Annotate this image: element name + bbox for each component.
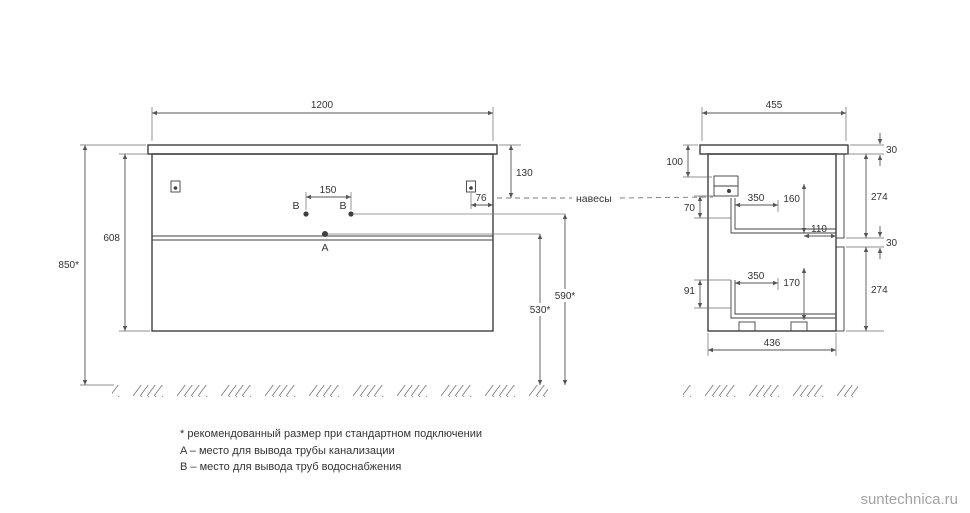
dim-drain-height: 530* <box>328 233 555 385</box>
water-supply-point-left <box>303 211 309 217</box>
note-point-a: A – место для вывода трубы канализации <box>180 445 395 457</box>
dim-top-drawer-height: 160 <box>783 184 807 233</box>
dim-label-body-depth: 436 <box>764 338 781 349</box>
connection-points: B B A <box>292 200 354 254</box>
dim-label-width: 1200 <box>311 100 334 111</box>
dim-body-depth: 436 <box>707 333 837 356</box>
footnotes: * рекомендованный размер при стандартном… <box>180 428 482 473</box>
dim-cabinet-height: 608 <box>103 153 150 332</box>
point-b-right-label: B <box>339 200 346 212</box>
hangers-callout: навесы <box>497 193 714 205</box>
dim-label-bottom-clearance: 91 <box>684 286 696 297</box>
dim-label-back-clearance: 110 <box>811 224 827 235</box>
dim-label-supply-spacing: 150 <box>320 185 337 196</box>
watermark: suntechnica.ru <box>860 491 958 508</box>
hanger-bracket-icon <box>713 175 739 197</box>
point-a-label: A <box>321 242 328 254</box>
dim-label-overall-height: 850* <box>58 260 79 271</box>
dim-label-countertop-thickness: 30 <box>886 145 898 156</box>
dim-label-hangers-top-offset: 100 <box>666 157 683 168</box>
note-point-b: B – место для вывода труб водоснабжения <box>180 461 401 473</box>
note-recommended: * рекомендованный размер при стандартном… <box>180 428 482 440</box>
dim-label-top-drawer-depth: 350 <box>748 193 765 204</box>
dim-bottom-front-height: 274 <box>863 247 888 331</box>
dim-bottom-clearance: 91 <box>684 279 731 309</box>
dim-label-hanger-inset: 76 <box>475 193 487 204</box>
dim-supply-height: 590* <box>354 213 580 385</box>
wall-mount-left-icon <box>170 180 181 193</box>
dim-label-top-front-height: 274 <box>871 192 888 203</box>
bottom-cleats <box>738 321 808 332</box>
dim-back-clearance: 110 <box>804 224 836 239</box>
dim-label-depth: 455 <box>766 100 783 111</box>
dim-supply-spacing: 150 <box>305 185 352 210</box>
dim-label-bottom-drawer-height: 170 <box>783 278 800 289</box>
water-supply-point-right <box>348 211 354 217</box>
hangers-label: навесы <box>576 193 612 205</box>
side-top-drawer-front <box>835 153 845 239</box>
dim-front-width: 1200 <box>151 100 494 141</box>
dim-hangers-clearance: 70 <box>684 195 731 219</box>
dim-label-bottom-drawer-depth: 350 <box>748 271 765 282</box>
dim-label-front-gap: 30 <box>886 238 898 249</box>
front-countertop <box>147 144 498 155</box>
dim-bottom-drawer-depth: 350 <box>735 271 779 290</box>
dim-front-gap: 30 <box>877 226 898 259</box>
dim-top-front-height: 274 <box>863 154 888 238</box>
point-b-left-label: B <box>292 200 299 212</box>
dim-label-bottom-front-height: 274 <box>871 285 888 296</box>
dim-hangers-top-offset: 100 <box>666 144 712 178</box>
side-countertop <box>699 144 849 155</box>
dim-bottom-drawer-height: 170 <box>783 268 807 320</box>
dim-label-top-to-hangers: 130 <box>516 168 533 179</box>
dim-hanger-inset: 76 <box>470 193 493 209</box>
dim-label-cabinet-height: 608 <box>103 233 120 244</box>
side-view: 455 100 70 91 350 <box>666 100 898 356</box>
dim-countertop-thickness: 30 <box>877 133 898 166</box>
side-right-extensions <box>846 144 884 332</box>
front-drawer-divider <box>152 235 493 241</box>
wall-mount-right-icon <box>466 180 476 193</box>
side-bottom-drawer-front <box>835 246 845 332</box>
dim-label-top-drawer-height: 160 <box>783 194 800 205</box>
dim-overall-height: 850* <box>58 144 146 386</box>
side-cabinet-body <box>707 153 837 332</box>
front-cabinet-body <box>151 153 494 332</box>
dim-depth: 455 <box>701 100 847 141</box>
dim-label-supply-height: 590* <box>555 291 576 302</box>
dim-top-to-hangers: 130 <box>499 144 533 198</box>
ground-hatch-front <box>112 385 548 397</box>
drain-point <box>322 231 328 237</box>
dim-label-hangers-clearance: 70 <box>684 203 696 214</box>
dim-top-drawer-depth: 350 <box>735 193 779 212</box>
front-view: B B A 1200 850* 608 130 <box>58 100 714 386</box>
ground-hatch-side <box>683 385 858 397</box>
dim-label-drain-height: 530* <box>530 305 551 316</box>
